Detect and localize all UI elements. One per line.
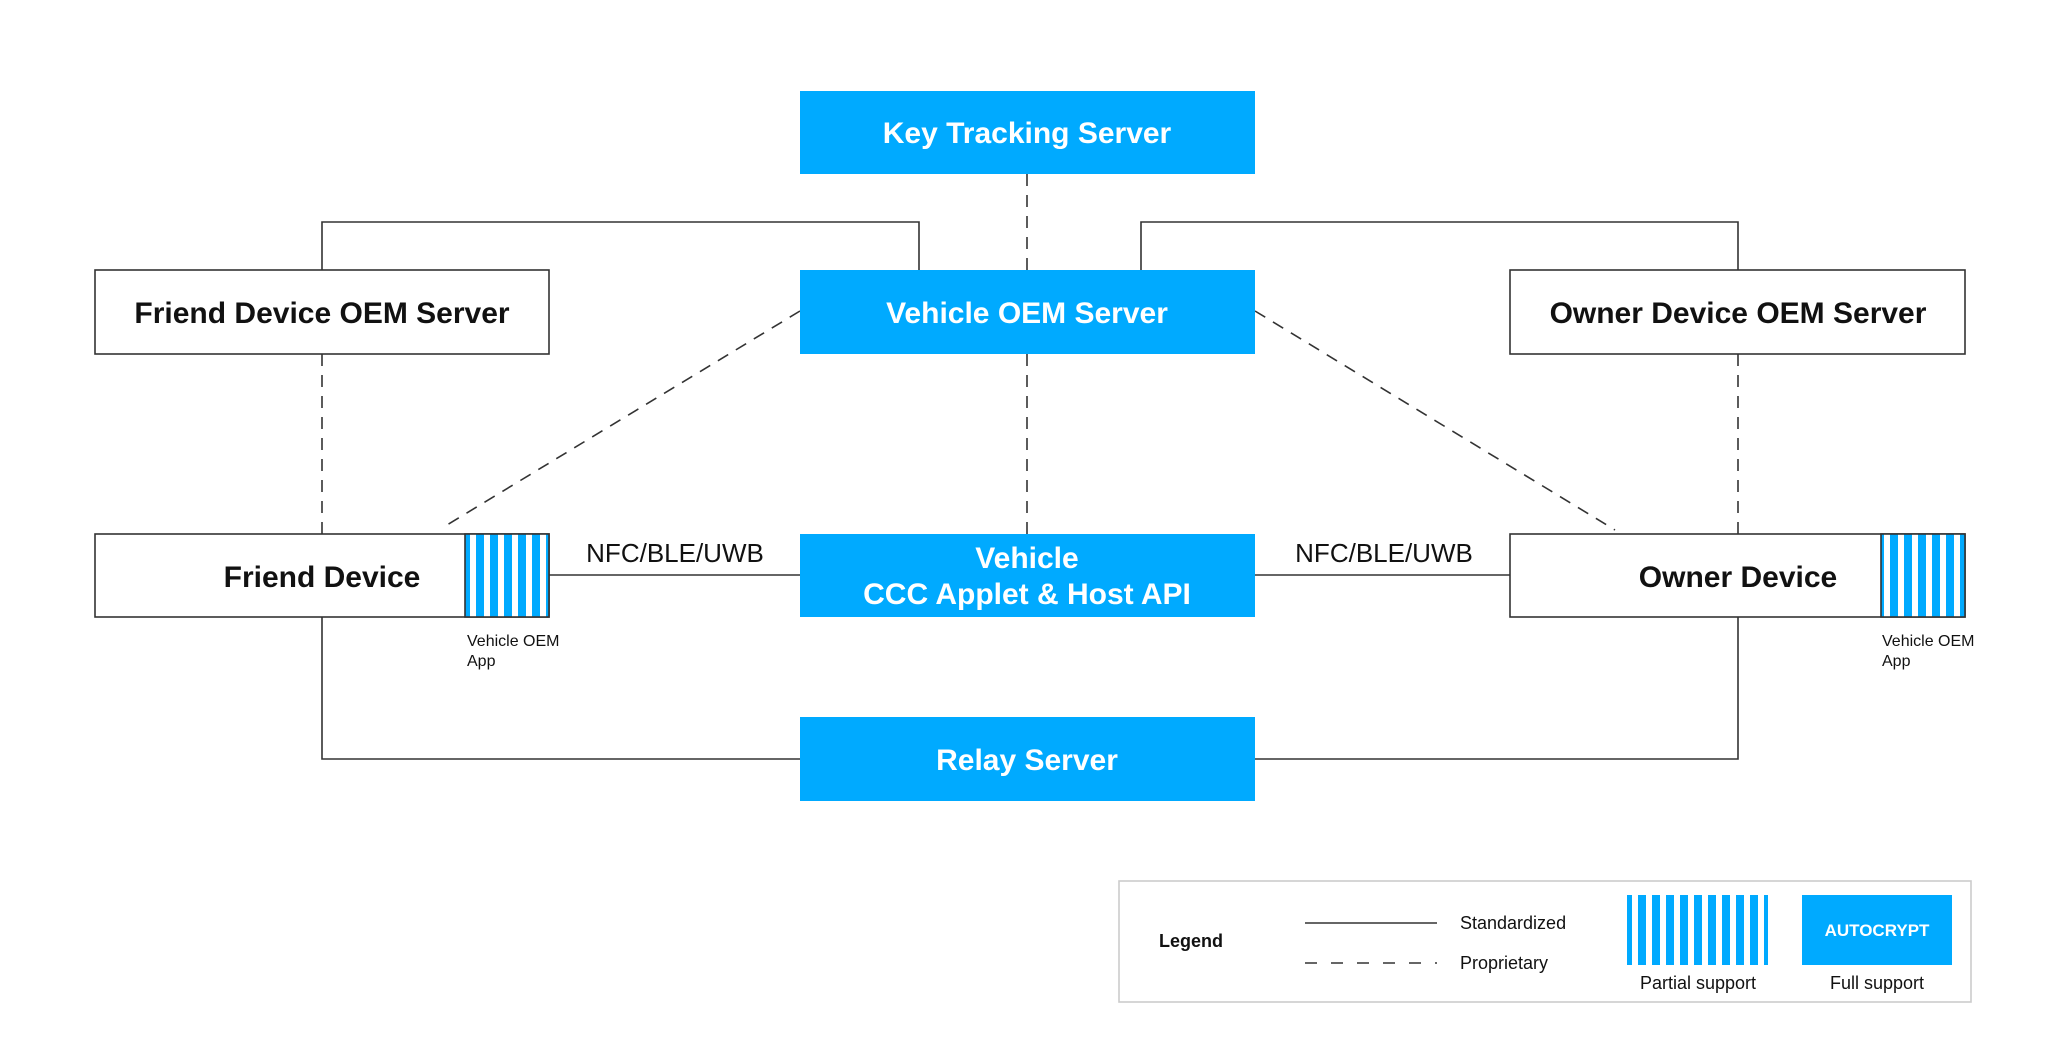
key-tracking-server-label: Key Tracking Server [883, 117, 1172, 150]
friend-vehicle-oem-app-striped-block [464, 533, 550, 618]
owner-device-oem-server-node: Owner Device OEM Server [1509, 269, 1966, 355]
relay-server-node: Relay Server [800, 717, 1255, 801]
legend: Legend Standardized Proprietary Partial … [1118, 880, 1972, 1003]
vehicle-oem-server-label: Vehicle OEM Server [886, 297, 1168, 330]
vehicle-oem-to-owner-device-dashed [1254, 310, 1616, 531]
friend-oem-to-vehicle-oem-line [321, 221, 920, 270]
connectors [321, 174, 1739, 760]
friend-device-label: Friend Device [224, 561, 421, 594]
legend-partial-support-label: Partial support [1640, 973, 1756, 993]
owner-app-label-line1: Vehicle OEM [1882, 633, 1974, 650]
owner-app-label-line2: App [1882, 653, 1911, 670]
legend-proprietary-label: Proprietary [1460, 953, 1548, 973]
friend-vehicle-link-label: NFC/BLE/UWB [586, 538, 764, 568]
friend-app-label-line1: Vehicle OEM [467, 633, 559, 650]
owner-vehicle-oem-app-striped-block [1880, 533, 1966, 618]
owner-device-oem-server-label: Owner Device OEM Server [1550, 297, 1927, 330]
legend-title: Legend [1159, 931, 1223, 951]
legend-full-support-swatch [1802, 895, 1952, 965]
vehicle-node: Vehicle CCC Applet & Host API [800, 534, 1255, 617]
legend-brand-label: AUTOCRYPT [1825, 921, 1930, 940]
owner-to-relay-line [1255, 617, 1739, 760]
friend-to-relay-line [321, 617, 800, 760]
friend-device-oem-server-node: Friend Device OEM Server [94, 269, 550, 355]
owner-device-label: Owner Device [1639, 561, 1837, 594]
owner-device-node: Owner Device [1509, 533, 1966, 618]
ccc-applet-label: CCC Applet & Host API [863, 578, 1191, 611]
vehicle-oem-server-node: Vehicle OEM Server [800, 270, 1255, 354]
key-tracking-server-node: Key Tracking Server [800, 91, 1255, 174]
legend-partial-support-swatch [1627, 895, 1768, 965]
vehicle-owner-link-label: NFC/BLE/UWB [1295, 538, 1473, 568]
vehicle-oem-to-friend-device-dashed [441, 310, 801, 529]
friend-device-node: Friend Device [94, 533, 550, 618]
owner-oem-to-vehicle-oem-line [1140, 221, 1739, 270]
friend-app-label-line2: App [467, 653, 496, 670]
relay-server-label: Relay Server [936, 744, 1118, 777]
friend-device-oem-server-label: Friend Device OEM Server [134, 297, 509, 330]
vehicle-label: Vehicle [975, 542, 1078, 575]
legend-full-support-label: Full support [1830, 973, 1924, 993]
legend-standardized-label: Standardized [1460, 913, 1566, 933]
